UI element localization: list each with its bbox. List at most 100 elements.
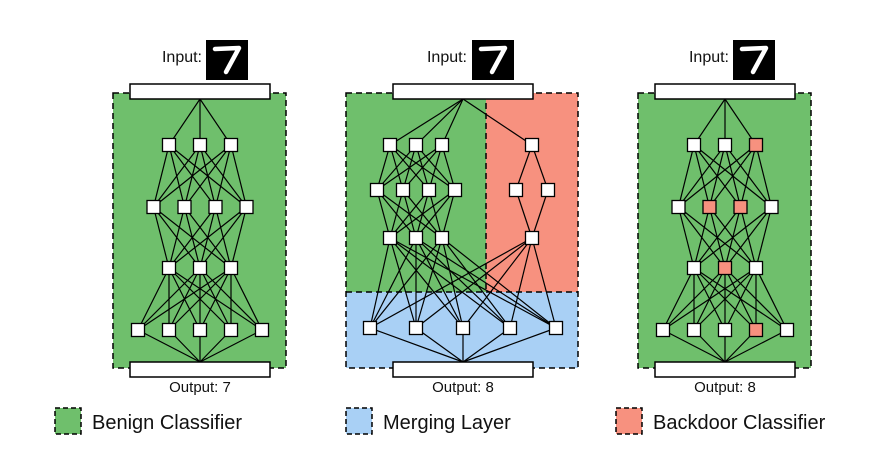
connection-edge [137, 267, 170, 331]
connection-edge [152, 206, 170, 269]
connection-edge [168, 206, 247, 269]
connection-edge [168, 98, 201, 146]
output-bar [129, 361, 271, 378]
neuron-node [254, 322, 270, 338]
neuron-node [161, 322, 177, 338]
connection-edge [415, 237, 557, 329]
connection-edge [152, 144, 170, 208]
neuron-node [161, 137, 177, 153]
connection-edge [402, 144, 443, 191]
neuron-node [779, 322, 795, 338]
connection-edge [415, 237, 464, 329]
connection-edge [678, 144, 726, 208]
connection-edge [531, 189, 549, 239]
neuron-node [382, 137, 398, 153]
legend-label: Benign Classifier [92, 412, 242, 434]
connection-edge [462, 327, 511, 363]
neuron-node [717, 137, 733, 153]
neuron-node [192, 322, 208, 338]
neuron-node [686, 322, 702, 338]
connection-edge [428, 144, 443, 191]
legend-label: Merging Layer [383, 412, 511, 434]
connection-edge [515, 144, 533, 191]
neuron-node [223, 322, 239, 338]
connection-edge [441, 98, 464, 146]
neuron-node [223, 137, 239, 153]
connection-edge [515, 189, 533, 239]
legend-item-merging: Merging Layer [345, 407, 511, 435]
connection-edge [415, 237, 511, 329]
neuron-node [177, 199, 192, 215]
neuron-node [686, 260, 702, 276]
connection-edge [677, 144, 695, 208]
connection-edge [724, 329, 788, 363]
connection-edge [662, 267, 726, 331]
connection-edge [739, 144, 757, 208]
connection-edge [199, 329, 263, 363]
neuron-node [455, 320, 471, 336]
connection-edge [693, 206, 741, 269]
neuron-node [434, 137, 450, 153]
input-label: Input: [427, 49, 467, 66]
connection-edge [441, 189, 456, 239]
neuron-node [223, 260, 239, 276]
backdoor-region [486, 93, 578, 292]
connection-edge [755, 206, 773, 269]
connection-edge [693, 206, 711, 269]
connection-edge [230, 267, 263, 331]
output-label: Output: 8 [432, 379, 494, 396]
connection-edge [415, 237, 533, 329]
neuron-node [655, 322, 671, 338]
neuron-node [508, 182, 524, 198]
connection-edge [389, 237, 557, 329]
connection-edge [369, 327, 464, 363]
neuron-node [408, 137, 424, 153]
legend-item-backdoor: Backdoor Classifier [615, 407, 826, 435]
connection-edge [369, 237, 533, 329]
connection-edge [389, 237, 464, 329]
connection-edge [662, 267, 757, 331]
connection-edge [531, 237, 557, 329]
connection-edge [199, 267, 232, 331]
input-bar [129, 83, 271, 100]
neuron-node [130, 322, 146, 338]
neuron-node [686, 137, 702, 153]
connection-edge [693, 98, 726, 146]
connection-edge [184, 144, 232, 208]
connection-edge [369, 237, 443, 329]
input-label: Input: [689, 49, 729, 66]
neuron-node [671, 199, 686, 215]
connection-edge [168, 206, 216, 269]
edges [137, 98, 263, 363]
neuron-node [748, 260, 764, 276]
connection-edge [709, 144, 757, 208]
connection-edge [415, 189, 456, 239]
connection-edge [755, 144, 773, 208]
connection-edge [724, 206, 772, 269]
connection-edge [199, 206, 247, 269]
input-bar [654, 83, 796, 100]
connection-edge [137, 267, 201, 331]
legend-label: Backdoor Classifier [653, 412, 826, 434]
neuron-node [382, 230, 398, 246]
edges [369, 98, 557, 363]
output-label: Output: 7 [169, 379, 231, 396]
output-bar [392, 361, 534, 378]
legend-swatch [615, 407, 643, 435]
neuron-node [408, 230, 424, 246]
neuron-node [408, 320, 424, 336]
connection-edge [509, 237, 533, 329]
connection-edge [677, 206, 695, 269]
connection-edge [441, 237, 464, 329]
legend: Benign Classifier Merging Layer Backdoor… [54, 407, 826, 435]
neuron-node [421, 182, 437, 198]
connection-edge [389, 237, 417, 329]
connection-edge [369, 237, 391, 329]
connection-edge [415, 237, 443, 329]
connection-edge [662, 267, 695, 331]
handwritten-seven-icon [472, 40, 514, 80]
connection-edge [137, 329, 201, 363]
connection-edge [662, 329, 726, 363]
backdoored-network-panel: Input: Output: 8 [637, 40, 812, 396]
